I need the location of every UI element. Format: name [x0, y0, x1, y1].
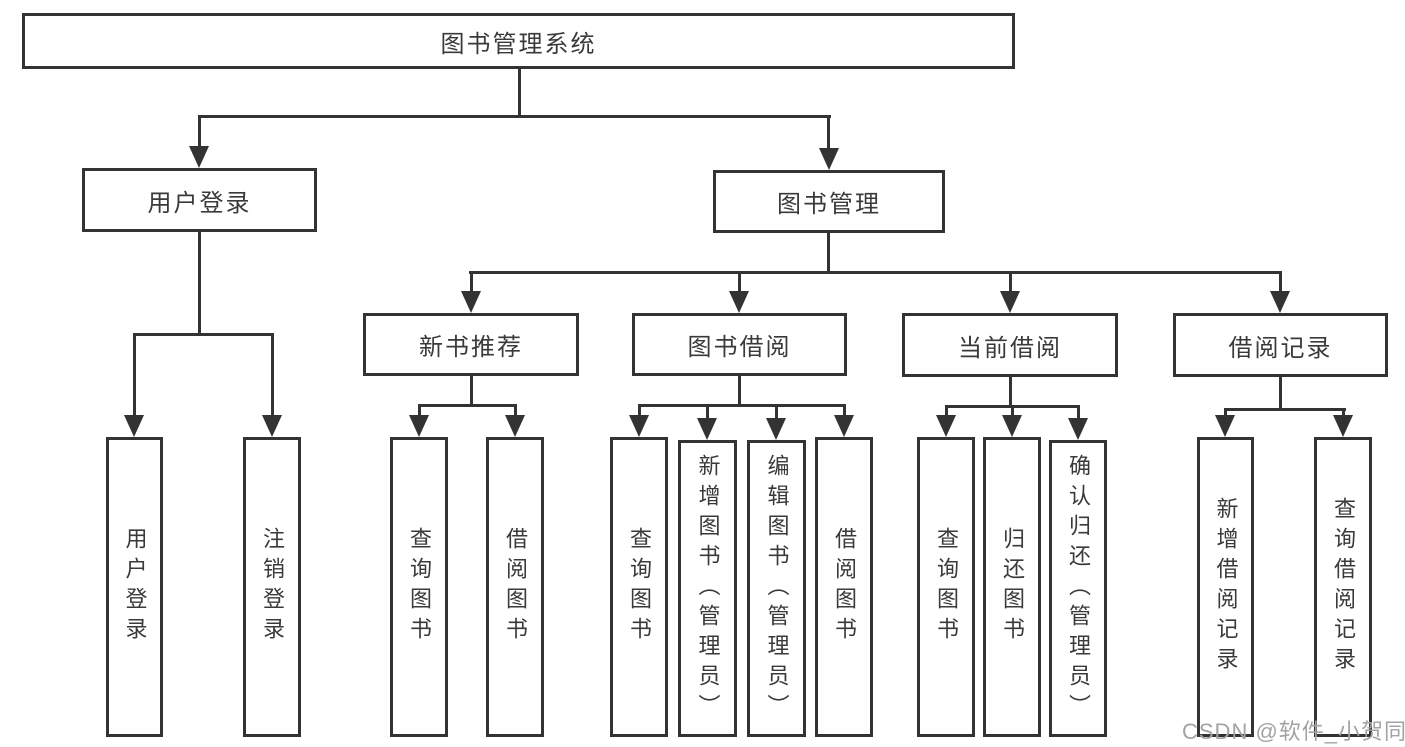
- node-borrow-records: 借阅记录: [1173, 313, 1388, 377]
- arrow-down-icon: [189, 146, 209, 168]
- connector-line: [133, 333, 274, 336]
- connector-line: [1279, 377, 1282, 410]
- connector-line: [418, 404, 517, 407]
- arrow-down-icon: [766, 418, 786, 440]
- leaf-add-borrow-record: 新增借阅记录: [1197, 437, 1254, 737]
- connector-line: [1077, 405, 1080, 420]
- arrow-down-icon: [936, 415, 956, 437]
- arrow-down-icon: [819, 148, 839, 170]
- connector-line: [1279, 271, 1282, 293]
- connector-line: [738, 376, 741, 406]
- arrow-down-icon: [729, 291, 749, 313]
- connector-line: [518, 69, 521, 117]
- leaf-user-login: 用户登录: [106, 437, 163, 737]
- leaf-recommend-query-book: 查询图书: [390, 437, 448, 737]
- connector-line: [198, 115, 831, 118]
- connector-line: [827, 233, 830, 273]
- leaf-current-query-book: 查询图书: [917, 437, 975, 737]
- connector-line: [843, 404, 846, 417]
- connector-line: [470, 376, 473, 406]
- leaf-query-borrow-record: 查询借阅记录: [1314, 437, 1372, 737]
- connector-line: [1224, 408, 1227, 417]
- connector-line: [1009, 377, 1012, 407]
- connector-line: [738, 271, 741, 293]
- node-user-login: 用户登录: [82, 168, 317, 232]
- connector-line: [827, 115, 830, 150]
- leaf-return-book: 归还图书: [983, 437, 1041, 737]
- arrow-down-icon: [262, 415, 282, 437]
- arrow-down-icon: [461, 291, 481, 313]
- arrow-down-icon: [1000, 291, 1020, 313]
- connector-line: [1009, 271, 1012, 293]
- leaf-borrow-book: 借阅图书: [815, 437, 873, 737]
- arrow-down-icon: [409, 415, 429, 437]
- connector-line: [271, 333, 274, 417]
- arrow-down-icon: [124, 415, 144, 437]
- node-root: 图书管理系统: [22, 13, 1015, 69]
- arrow-down-icon: [1068, 418, 1088, 440]
- arrow-down-icon: [1002, 415, 1022, 437]
- connector-line: [418, 404, 421, 417]
- arrow-down-icon: [505, 415, 525, 437]
- connector-line: [470, 271, 473, 293]
- node-book-management: 图书管理: [713, 170, 945, 233]
- connector-line: [198, 232, 201, 335]
- leaf-edit-book-admin: 编辑图书（管理员）: [747, 440, 806, 737]
- arrow-down-icon: [629, 415, 649, 437]
- arrow-down-icon: [697, 418, 717, 440]
- connector-line: [706, 404, 709, 420]
- connector-line: [198, 115, 201, 148]
- arrow-down-icon: [1215, 415, 1235, 437]
- arrow-down-icon: [1333, 415, 1353, 437]
- leaf-recommend-borrow-book: 借阅图书: [486, 437, 544, 737]
- arrow-down-icon: [1270, 291, 1290, 313]
- connector-line: [1224, 408, 1346, 411]
- leaf-add-book-admin: 新增图书（管理员）: [678, 440, 737, 737]
- leaf-confirm-return-admin: 确认归还（管理员）: [1049, 440, 1107, 737]
- connector-line: [775, 404, 778, 420]
- node-current-borrow: 当前借阅: [902, 313, 1118, 377]
- connector-line: [638, 404, 641, 417]
- arrow-down-icon: [834, 415, 854, 437]
- connector-line: [133, 333, 136, 417]
- connector-line: [1011, 405, 1014, 417]
- node-new-book-recommend: 新书推荐: [363, 313, 579, 376]
- connector-line: [945, 405, 948, 417]
- leaf-logout: 注销登录: [243, 437, 301, 737]
- connector-line: [1342, 408, 1345, 417]
- leaf-borrow-query-book: 查询图书: [610, 437, 668, 737]
- connector-line: [469, 271, 1282, 274]
- csdn-watermark: CSDN @软件_小贺同学: [1182, 719, 1405, 744]
- connector-line: [638, 404, 846, 407]
- node-book-borrow: 图书借阅: [632, 313, 847, 376]
- connector-line: [514, 404, 517, 417]
